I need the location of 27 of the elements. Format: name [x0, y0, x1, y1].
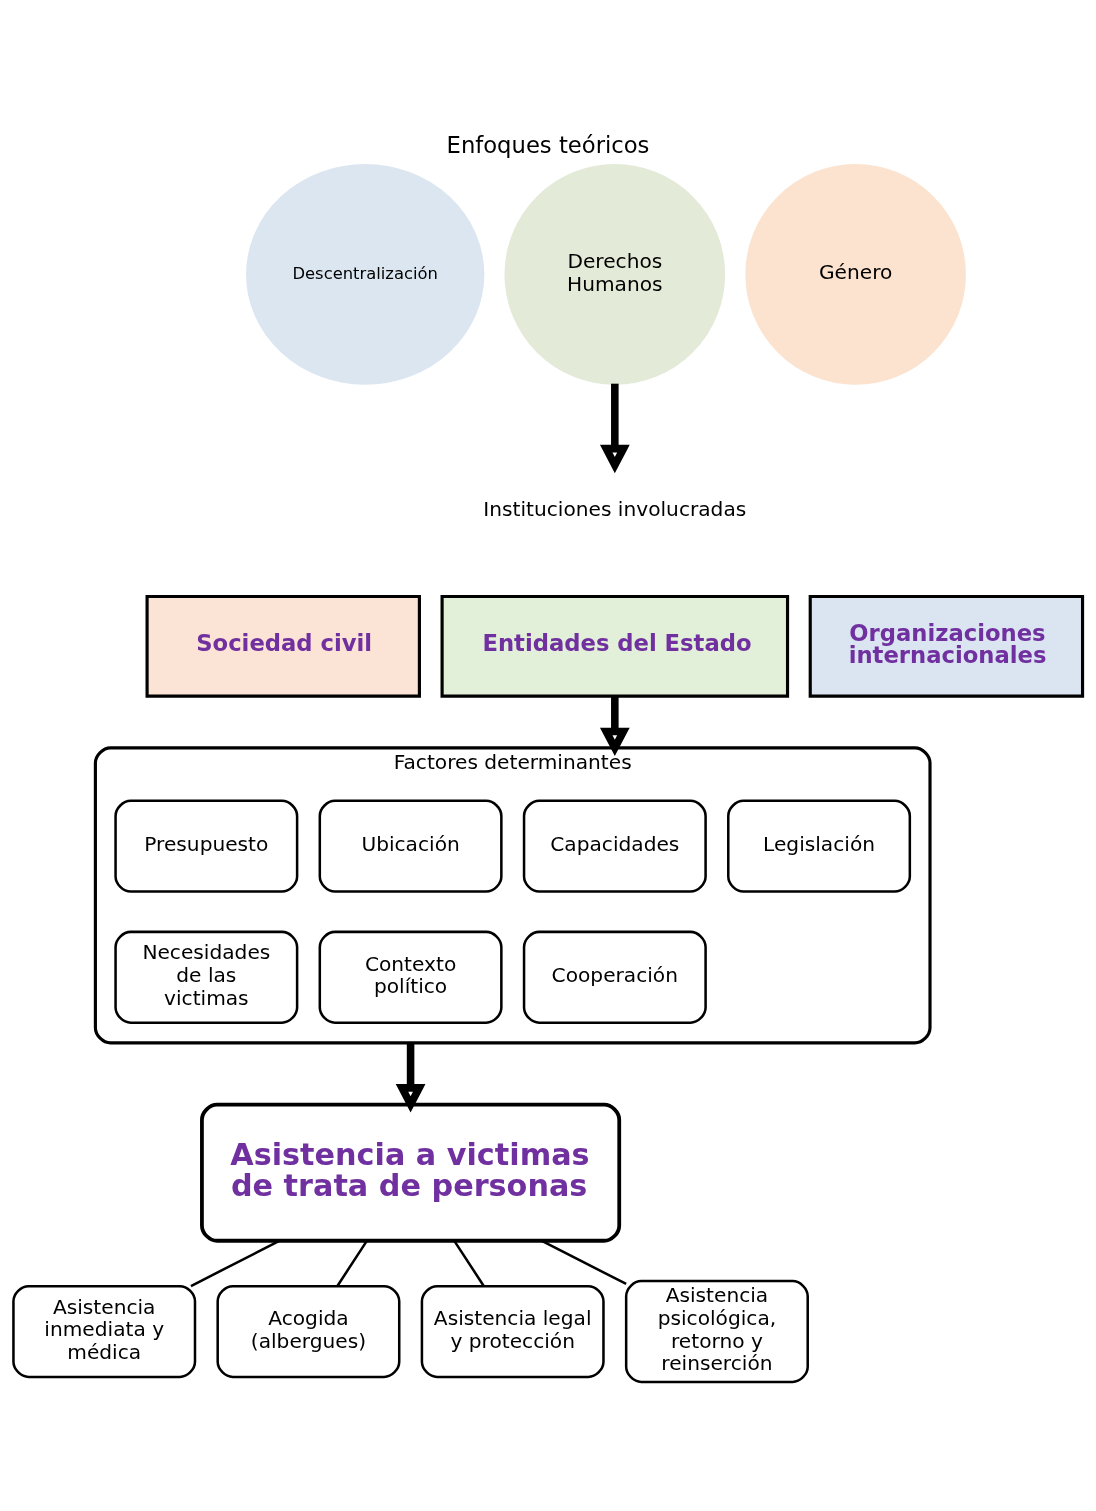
diagram-title: Enfoques teóricos: [446, 131, 650, 158]
connector: [453, 1239, 485, 1286]
node-box: Asistencia inmediata y médica: [12, 1284, 197, 1378]
node-box: Presupuesto: [114, 799, 299, 893]
node-circle: Género: [745, 163, 966, 385]
arrow: [599, 383, 630, 473]
node-box: Capacidades: [522, 799, 707, 893]
node-box: Entidades del Estado: [440, 594, 790, 698]
arrow: [599, 695, 630, 756]
connector: [336, 1239, 368, 1286]
connector: [190, 1239, 280, 1287]
node-circle: Derechos Humanos: [504, 163, 726, 385]
node-box: Legislación: [727, 799, 912, 893]
node-circle: Descentralización: [246, 163, 485, 385]
node-box: Contexto político: [318, 930, 503, 1024]
node-box: Cooperación: [522, 930, 707, 1024]
node-text: Instituciones involucradas: [483, 496, 747, 521]
connector: [541, 1239, 627, 1285]
node-box: Sociedad civil: [145, 594, 421, 698]
arrow: [395, 1042, 426, 1112]
node-box: Necesidades de las victimas: [114, 930, 299, 1024]
node-box: Organizaciones internacionales: [808, 594, 1085, 698]
node-box: Asistencia psicológica, retorno y reinserción: [624, 1279, 809, 1383]
node-box: Acogida (albergues): [216, 1284, 401, 1378]
node-box: Asistencia a victimas de trata de personas: [200, 1102, 622, 1243]
node-box: Asistencia legal y protección: [420, 1284, 605, 1378]
node-box: Ubicación: [318, 799, 503, 893]
